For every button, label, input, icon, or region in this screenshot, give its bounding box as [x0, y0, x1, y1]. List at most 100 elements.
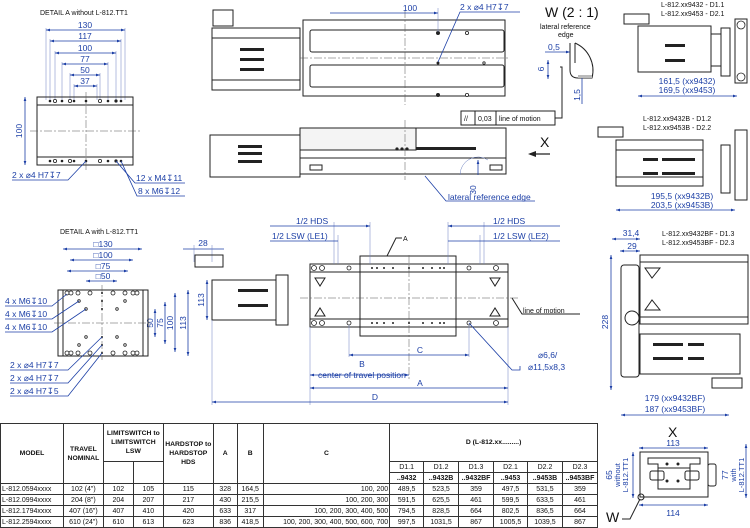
- model-cell: L-812.2594xxxx: [0, 516, 64, 528]
- table-cell: 828,5: [423, 505, 460, 517]
- table-cell: 317: [236, 505, 264, 517]
- variant-label: L-812.xx9432B - D1.2: [643, 116, 711, 123]
- table-cell: 867: [458, 516, 495, 528]
- callout-m6: 4 x M6↧10: [5, 296, 47, 306]
- dim-length: 187 (xx9453BF): [645, 404, 706, 414]
- dim-77: 77: [720, 470, 730, 480]
- callout-m4-threads: 12 x M4↧11: [136, 173, 182, 183]
- dim-28: 28: [198, 238, 208, 248]
- d-variant-label: ..9432: [389, 472, 425, 484]
- table-cell: 867: [561, 516, 599, 528]
- table-cell: 1031,5: [423, 516, 460, 528]
- header-c: C: [262, 423, 391, 484]
- dim-113: 113: [666, 438, 680, 448]
- vdim-113: 113: [178, 316, 188, 330]
- label-half-hds-right: 1/2 HDS: [493, 216, 525, 226]
- table-cell: 836,5: [526, 505, 563, 517]
- d-column-label: D1.3: [458, 461, 495, 473]
- detail-w-reference: W: [606, 509, 620, 525]
- motor-housing: [211, 27, 301, 91]
- dim-sq-130: □130: [93, 239, 113, 249]
- table-cell: 100, 200, 300, 400, 500, 600, 700: [262, 516, 391, 528]
- hole-spec-2: ⌀11,5x8,3: [528, 362, 565, 372]
- dim-length: 195,5 (xx9432B): [651, 191, 714, 201]
- detail-title: DETAIL A with L-812.TT1: [60, 229, 138, 236]
- view-x-title: X: [668, 424, 678, 440]
- stage-side-view: 30 lateral reference edge X: [209, 120, 550, 202]
- dim-31-4: 31,4: [623, 228, 640, 238]
- table-cell: 489,5: [389, 483, 425, 495]
- table-cell: 410: [132, 505, 164, 517]
- d-variant-label: ..9432BF: [458, 472, 495, 484]
- table-cell: 105: [132, 483, 164, 495]
- d-column-label: D2.3: [561, 461, 599, 473]
- table-cell: 328: [212, 483, 238, 495]
- dim-1-5: 1,5: [572, 89, 582, 101]
- d-column-label: D2.1: [493, 461, 528, 473]
- dim-a: A: [417, 378, 423, 388]
- with-label: with: [729, 468, 738, 482]
- d-column-label: D1.1: [389, 461, 425, 473]
- without-label: without: [613, 462, 622, 488]
- header-travel: TRAVEL NOMINAL: [62, 423, 104, 484]
- tolerance-frame: // 0,03 line of motion: [460, 110, 556, 126]
- dim-37: 37: [80, 76, 90, 86]
- dim-c: C: [417, 345, 423, 355]
- table-cell: 359: [561, 483, 599, 495]
- variant-label: L-812.xx9453BF - D2.3: [662, 240, 734, 247]
- header-b: B: [236, 423, 264, 484]
- table-cell: 359: [458, 483, 495, 495]
- dim-65: 65: [604, 470, 614, 480]
- dim-130: 130: [78, 20, 92, 30]
- lateral-reference-edge-label: lateral reference edge: [448, 192, 531, 202]
- callout-m6: 4 x M6↧10: [5, 309, 47, 319]
- detail-a-region: [359, 255, 457, 337]
- variant-d1-view: L-812.xx9432 - D1.1 L-812.xx9453 - D2.1 …: [623, 2, 748, 98]
- variant-d2-view: L-812.xx9432B - D1.2 L-812.xx9453B - D2.…: [597, 116, 748, 212]
- table-cell: 997,5: [389, 516, 425, 528]
- table-cell: 610: [102, 516, 134, 528]
- table-cell: 794,5: [389, 505, 425, 517]
- callout-m6-threads: 8 x M6↧12: [138, 186, 180, 196]
- table-cell: 633: [212, 505, 238, 517]
- table-cell: 623: [162, 516, 214, 528]
- variant-d3-view: L-812.xx9432BF - D1.3 L-812.xx9453BF - D…: [600, 228, 749, 417]
- table-cell: 625,5: [423, 494, 460, 506]
- header-d: D (L-812.xx.........): [389, 423, 598, 462]
- table-cell: 664: [458, 505, 495, 517]
- table-header-row: MODEL TRAVEL NOMINAL LIMITSWITCH to LIMI…: [0, 423, 598, 484]
- detail-a-reference: A: [403, 236, 408, 243]
- dimensions-table: MODEL TRAVEL NOMINAL LIMITSWITCH to LIMI…: [0, 423, 599, 528]
- table-cell: 100, 200: [262, 483, 391, 495]
- model-cell: L-812.1794xxxx: [0, 505, 64, 517]
- header-a: A: [212, 423, 238, 484]
- tt1-label: L-812.TT1: [737, 458, 746, 493]
- lateral-edge-label-1: lateral reference: [540, 24, 591, 31]
- tt1-label: L-812.TT1: [621, 458, 630, 493]
- table-cell: 164,5: [236, 483, 264, 495]
- table-cell: 633,5: [526, 494, 563, 506]
- dim-length: 203,5 (xx9453B): [651, 200, 714, 210]
- table-cell: 461: [458, 494, 495, 506]
- variant-label: L-812.xx9432BF - D1.3: [662, 231, 734, 238]
- dim-117: 117: [78, 31, 92, 41]
- line-of-motion-label: line of motion: [523, 308, 565, 315]
- dim-77: 77: [80, 54, 90, 64]
- cable-connector: [212, 9, 234, 27]
- center-of-travel-label: center of travel position: [318, 370, 406, 380]
- header-hds: HARDSTOP to HARDSTOP HDS: [162, 423, 214, 484]
- header-lsw: LIMITSWITCH to LIMITSWITCH LSW: [102, 423, 164, 462]
- table-cell: 100, 200, 300, 400, 500: [262, 505, 391, 517]
- model-cell: L-812.0594xxxx: [0, 483, 64, 495]
- table-cell: 802,5: [493, 505, 528, 517]
- table-cell: 430: [212, 494, 238, 506]
- callout-dowel: 2 x ⌀4 H7↧5: [10, 386, 59, 396]
- detail-a-without-tt1: DETAIL A without L-812.TT1 130 117 100 7…: [12, 10, 185, 197]
- hole-spec-1: ⌀6,6/: [538, 350, 558, 360]
- dim-114: 114: [666, 508, 680, 518]
- dim-d: D: [372, 392, 378, 402]
- d-column-label: D2.2: [526, 461, 563, 473]
- detail-title: DETAIL A without L-812.TT1: [40, 10, 128, 17]
